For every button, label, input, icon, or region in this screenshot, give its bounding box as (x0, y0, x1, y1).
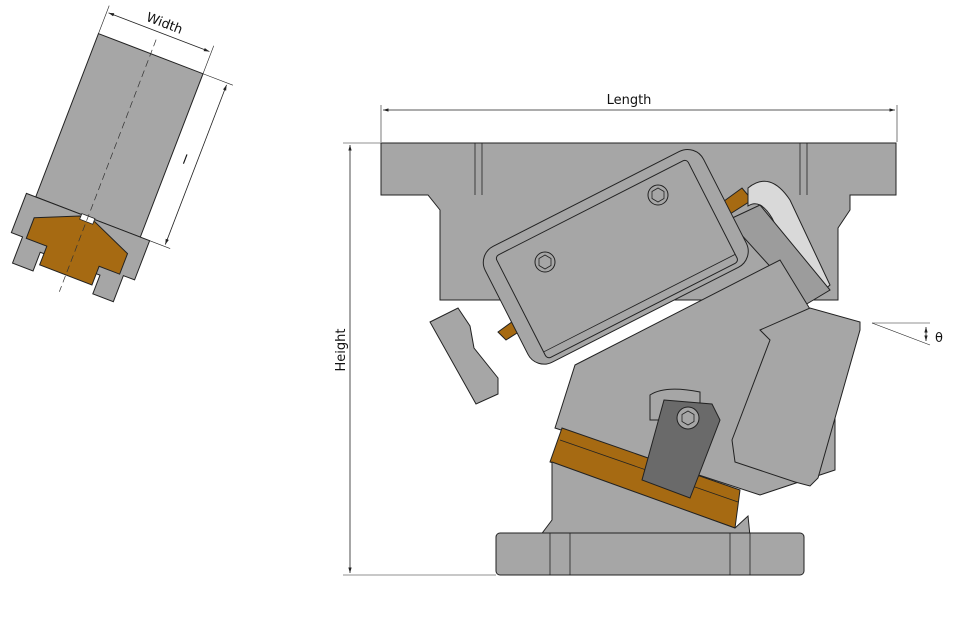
screw-upper-left (534, 251, 556, 273)
clamp-lever (641, 399, 721, 499)
l-ext-bottom (149, 240, 171, 249)
theta-angle-line (871, 322, 931, 346)
clamp-screw (676, 406, 700, 430)
left-lever (429, 307, 499, 405)
width-ext-left (98, 5, 110, 34)
front-view: Length Height θ (334, 93, 943, 576)
length-label: Length (607, 93, 652, 108)
l-ext-top (202, 73, 233, 86)
theta-label: θ (935, 331, 943, 346)
upper-body-edge (543, 253, 736, 353)
screw-upper-right (647, 184, 669, 206)
right-side-cap (731, 307, 861, 487)
upper-tilted-body (482, 148, 749, 365)
base-plate (495, 532, 805, 576)
width-label: Width (144, 10, 185, 38)
l-dimension-line (164, 84, 227, 245)
upper-body-face (495, 159, 738, 359)
l-label: l (180, 153, 189, 168)
width-ext-right (202, 45, 215, 74)
side-view-centerline (59, 39, 157, 292)
side-view: Width l (10, 5, 233, 303)
width-dimension-line (108, 12, 210, 52)
height-label: Height (334, 329, 349, 372)
